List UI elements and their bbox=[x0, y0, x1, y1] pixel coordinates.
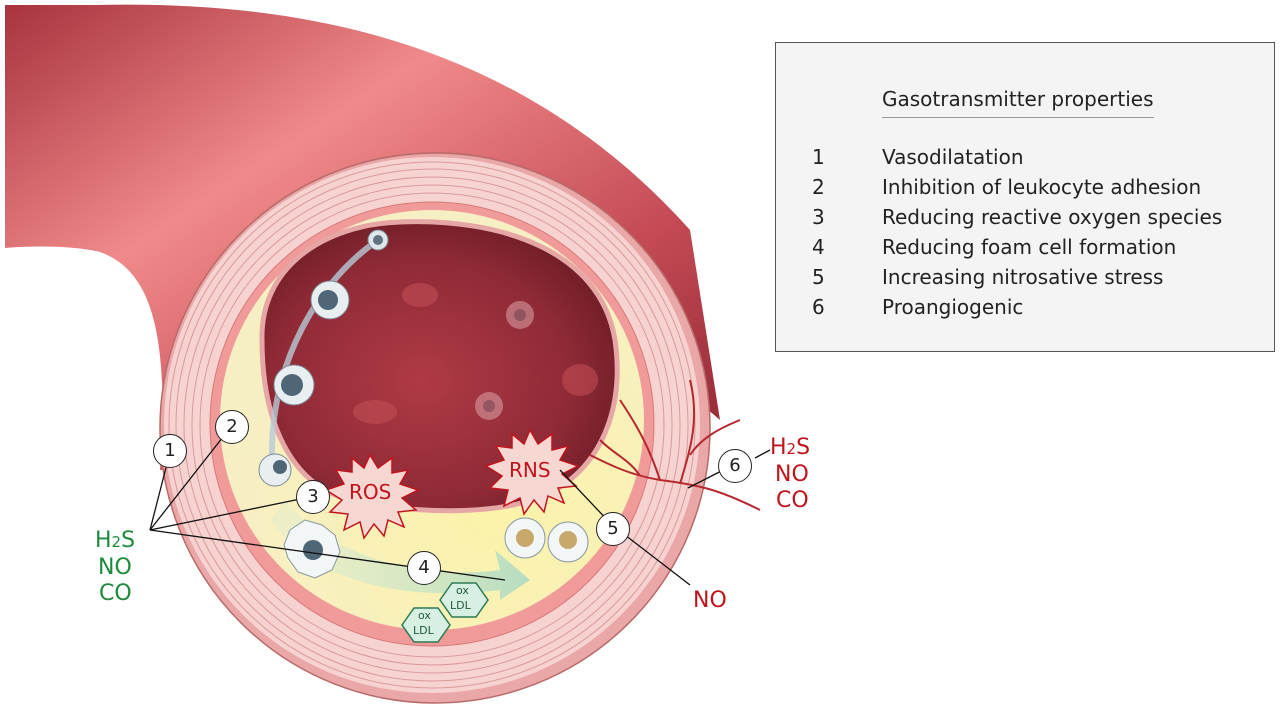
ros-label: ROS bbox=[349, 480, 392, 504]
leukocyte-path bbox=[268, 237, 380, 461]
legend-num: 5 bbox=[812, 265, 825, 289]
leader-lines bbox=[149, 427, 771, 586]
rns-label: RNS bbox=[509, 458, 551, 482]
legend-num: 2 bbox=[812, 175, 825, 199]
marker-5: 5 bbox=[596, 512, 630, 546]
right-co-label: CO bbox=[776, 488, 809, 513]
leukocytes bbox=[258, 229, 389, 487]
legend-text: Vasodilatation bbox=[882, 145, 1024, 169]
media-fibres bbox=[168, 161, 696, 689]
right-h2s-label: H2S bbox=[770, 437, 810, 459]
blood-cells bbox=[353, 283, 598, 424]
rns-burst bbox=[484, 428, 580, 516]
legend-text: Reducing foam cell formation bbox=[882, 235, 1177, 259]
marker-6: 6 bbox=[718, 449, 752, 483]
oxldl-2-line1: ox bbox=[456, 584, 469, 597]
oxldl-hex-1 bbox=[401, 607, 451, 643]
oxldl-1-line1: ox bbox=[418, 609, 431, 622]
foam-cells bbox=[504, 517, 589, 563]
legend-box: Gasotransmitter properties 1 Vasodilatat… bbox=[775, 42, 1275, 352]
legend-text: Increasing nitrosative stress bbox=[882, 265, 1164, 289]
left-h2s-h: H bbox=[95, 528, 112, 553]
right-no-label: NO bbox=[775, 462, 809, 487]
marker-3: 3 bbox=[296, 480, 330, 514]
legend-num: 1 bbox=[812, 145, 825, 169]
angiogenic-vessels bbox=[589, 379, 761, 511]
left-h2s-s: S bbox=[121, 528, 136, 553]
legend-title: Gasotransmitter properties bbox=[882, 87, 1154, 118]
left-h2s-label: H2S bbox=[95, 530, 135, 552]
legend-num: 6 bbox=[812, 295, 825, 319]
legend-text: Proangiogenic bbox=[882, 295, 1024, 319]
legend-text: Reducing reactive oxygen species bbox=[882, 205, 1223, 229]
left-co-label: CO bbox=[99, 581, 132, 606]
bottom-no-label: NO bbox=[693, 588, 727, 613]
right-h2s-h: H bbox=[770, 435, 787, 460]
right-h2s-sub: 2 bbox=[786, 440, 797, 458]
left-no-label: NO bbox=[98, 555, 132, 580]
legend-num: 4 bbox=[812, 235, 825, 259]
left-h2s-sub: 2 bbox=[111, 533, 122, 551]
marker-1: 1 bbox=[153, 434, 187, 468]
right-h2s-s: S bbox=[796, 435, 811, 460]
ros-burst bbox=[324, 453, 420, 540]
marker-2: 2 bbox=[215, 410, 249, 444]
legend-num: 3 bbox=[812, 205, 825, 229]
marker-4: 4 bbox=[407, 551, 441, 585]
oxldl-hex-2 bbox=[439, 582, 489, 618]
oxldl-2-line2: LDL bbox=[450, 599, 471, 612]
oxldl-1-line2: LDL bbox=[413, 624, 434, 637]
legend-text: Inhibition of leukocyte adhesion bbox=[882, 175, 1202, 199]
